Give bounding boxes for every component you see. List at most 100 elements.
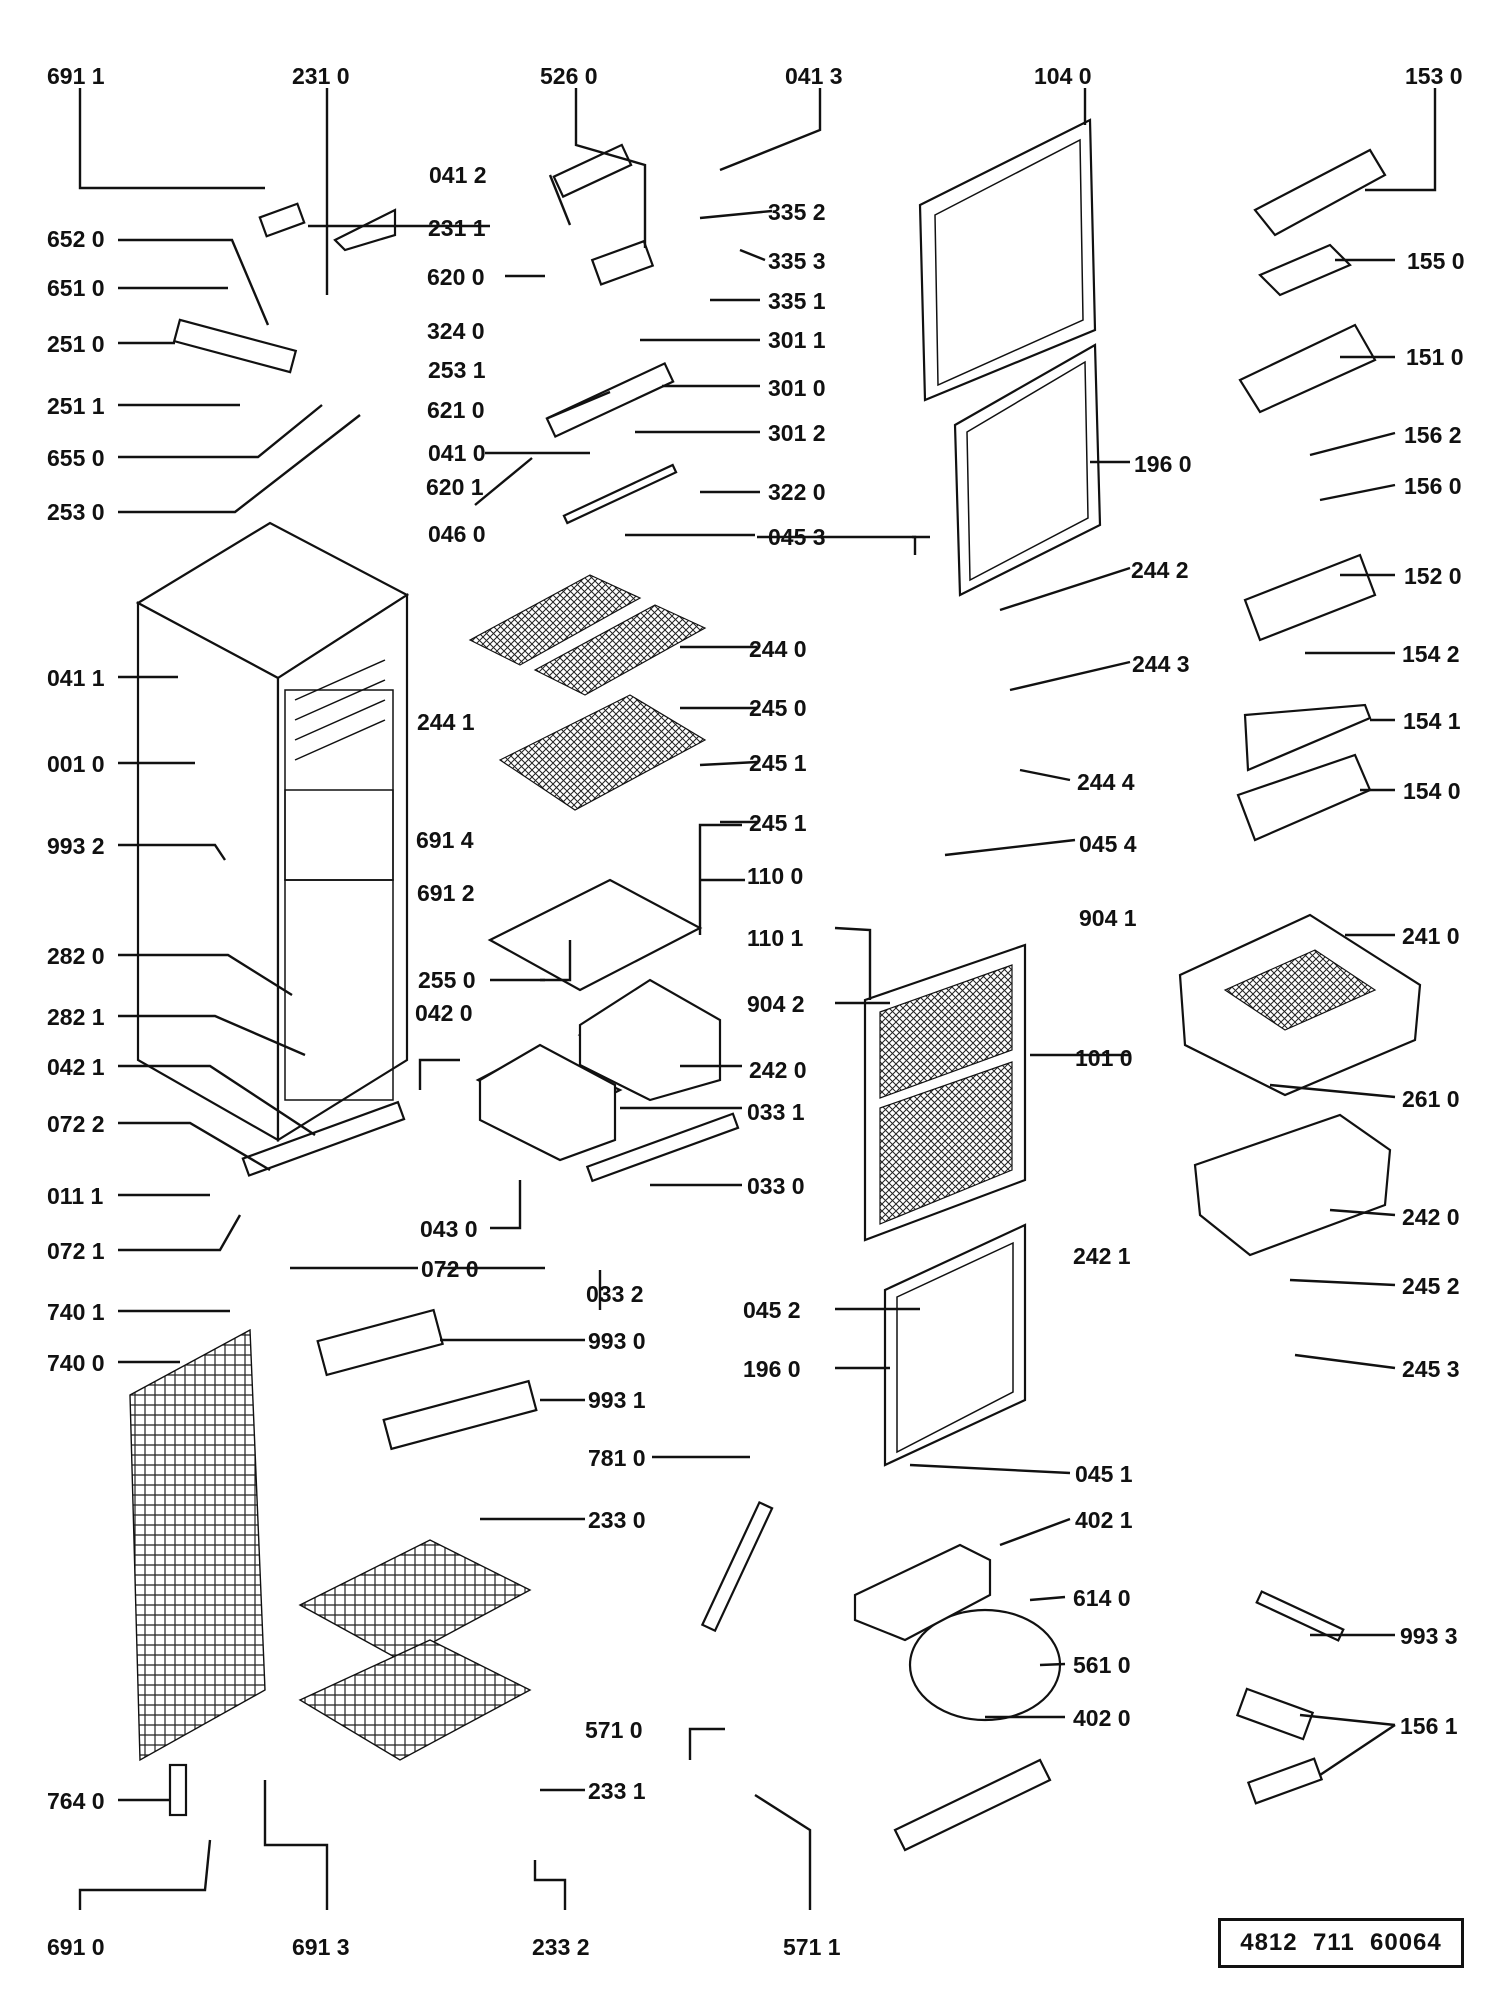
part-label: 621 0	[427, 397, 485, 423]
part-label: 042 1	[47, 1054, 105, 1080]
part-label: 154 0	[1403, 778, 1461, 804]
part-label: 042 0	[415, 1000, 473, 1026]
part-label: 904 1	[1079, 905, 1137, 931]
part-label: 691 3	[292, 1934, 350, 1960]
part-label: 561 0	[1073, 1652, 1131, 1678]
part-label: 110 0	[747, 863, 803, 889]
part-label: 781 0	[588, 1445, 646, 1471]
part-label: 402 0	[1073, 1705, 1131, 1731]
part-label: 110 1	[747, 925, 803, 951]
part-label: 251 1	[47, 393, 105, 419]
document-number-box: 4812 711 60064	[1218, 1918, 1464, 1968]
part-label: 993 0	[588, 1328, 646, 1354]
part-label: 156 0	[1404, 473, 1462, 499]
part-label: 255 0	[418, 967, 476, 993]
part-label: 245 2	[1402, 1273, 1460, 1299]
part-label: 244 0	[749, 636, 807, 662]
leader-lines	[78, 88, 1437, 1910]
part-label: 233 1	[588, 1778, 646, 1804]
part-label: 571 0	[585, 1717, 643, 1743]
part-label: 155 0	[1407, 248, 1465, 274]
part-label: 993 3	[1400, 1623, 1458, 1649]
part-label: 691 0	[47, 1934, 105, 1960]
crisper-drawers	[478, 978, 722, 1162]
part-label: 335 3	[768, 248, 826, 274]
part-label: 041 0	[428, 440, 486, 466]
part-label: 614 0	[1073, 1585, 1131, 1611]
part-label: 033 1	[747, 1099, 805, 1125]
evaporator-233-0	[298, 1539, 532, 1761]
part-label: 282 0	[47, 943, 105, 969]
part-label: 045 3	[768, 524, 826, 550]
part-label: 231 1	[428, 215, 486, 241]
part-label: 011 1	[47, 1183, 103, 1209]
part-label: 196 0	[743, 1356, 801, 1382]
door-shelves-right	[1236, 148, 1387, 842]
part-label: 041 3	[785, 63, 843, 89]
compressor-402-0	[853, 1543, 1062, 1852]
part-label: 691 4	[416, 827, 474, 853]
part-label: 245 1	[749, 750, 807, 776]
part-label: 245 3	[1402, 1356, 1460, 1382]
lower-door-101-0	[863, 943, 1027, 1242]
part-label: 241 0	[1402, 923, 1460, 949]
part-label: 571 1	[783, 1934, 841, 1960]
crisper-bins-right	[1178, 913, 1422, 1257]
part-label: 033 0	[747, 1173, 805, 1199]
part-label: 156 1	[1400, 1713, 1458, 1739]
part-label: 033 2	[586, 1281, 644, 1307]
part-label: 154 1	[1403, 708, 1461, 734]
part-label: 072 1	[47, 1238, 105, 1264]
part-label: 301 2	[768, 420, 826, 446]
part-label: 154 2	[1402, 641, 1460, 667]
part-label: 046 0	[428, 521, 486, 547]
lower-gasket-196-0	[883, 1223, 1027, 1467]
upper-door-104-0	[918, 118, 1097, 402]
part-label: 324 0	[427, 318, 485, 344]
part-label: 242 1	[1073, 1243, 1131, 1269]
part-label: 764 0	[47, 1788, 105, 1814]
part-label: 045 1	[1075, 1461, 1133, 1487]
cabinet-001-0	[135, 521, 410, 1142]
part-label: 151 0	[1406, 344, 1464, 370]
part-label: 244 1	[417, 709, 475, 735]
part-label: 655 0	[47, 445, 105, 471]
part-label: 620 1	[426, 474, 484, 500]
part-label: 072 0	[421, 1256, 479, 1282]
part-label: 244 4	[1077, 769, 1135, 795]
part-label: 301 1	[768, 327, 826, 353]
part-label: 691 1	[47, 63, 105, 89]
part-label: 045 4	[1079, 831, 1137, 857]
part-label: 904 2	[747, 991, 805, 1017]
part-labels: 691 1 231 0 526 0 041 3 104 0 153 0 041 …	[47, 63, 1465, 1960]
part-label: 242 0	[749, 1057, 807, 1083]
part-label: 231 0	[292, 63, 350, 89]
part-label: 156 2	[1404, 422, 1462, 448]
part-label: 245 0	[749, 695, 807, 721]
part-label: 740 1	[47, 1299, 105, 1325]
condenser-740-0	[129, 1328, 266, 1762]
document-number: 4812 711 60064	[1240, 1929, 1442, 1956]
part-label: 335 2	[768, 199, 826, 225]
part-label: 261 0	[1402, 1086, 1460, 1112]
part-label: 104 0	[1034, 63, 1092, 89]
part-label: 993 2	[47, 833, 105, 859]
part-label: 041 1	[47, 665, 105, 691]
part-label: 282 1	[47, 1004, 105, 1030]
part-label: 253 1	[428, 357, 486, 383]
part-label: 652 0	[47, 226, 105, 252]
part-label: 043 0	[420, 1216, 478, 1242]
part-label: 993 1	[588, 1387, 646, 1413]
part-label: 244 2	[1131, 557, 1189, 583]
part-label: 526 0	[540, 63, 598, 89]
part-label: 196 0	[1134, 451, 1192, 477]
part-label: 322 0	[768, 479, 826, 505]
part-label: 245 1	[749, 810, 807, 836]
part-label: 233 2	[532, 1934, 590, 1960]
part-label: 651 0	[47, 275, 105, 301]
part-label: 242 0	[1402, 1204, 1460, 1230]
part-label: 045 2	[743, 1297, 801, 1323]
part-label: 740 0	[47, 1350, 105, 1376]
